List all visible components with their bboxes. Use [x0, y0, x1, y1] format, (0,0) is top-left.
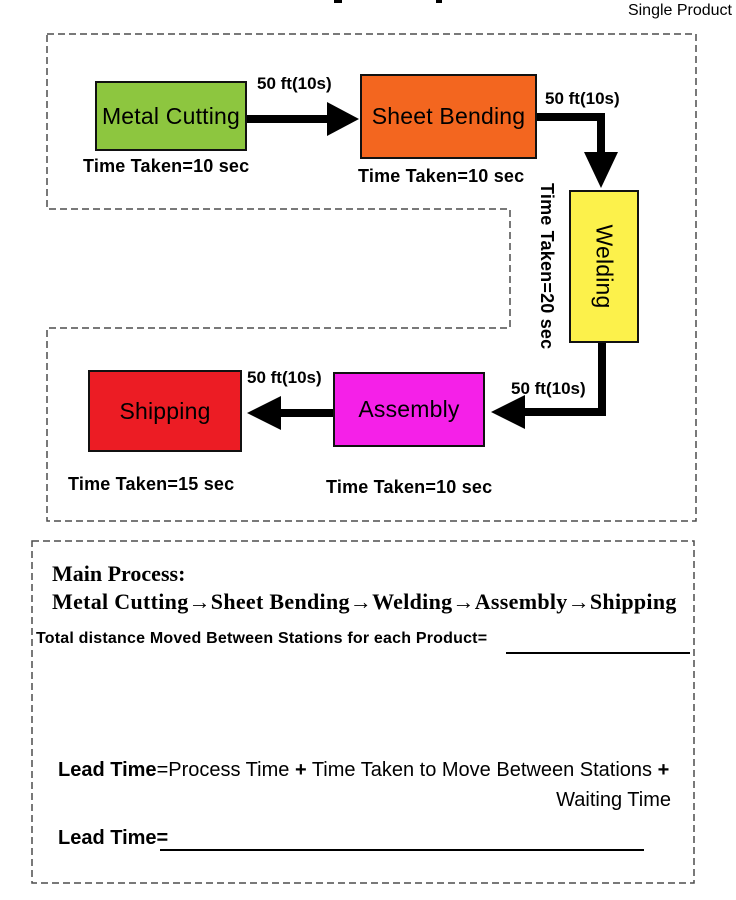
distance-label-3: 50 ft(10s) — [511, 379, 586, 398]
time-label-metal-cutting: Time Taken=10 sec — [83, 156, 250, 176]
station-welding: Welding — [569, 190, 639, 343]
station-label: Sheet Bending — [371, 103, 526, 129]
formula-segment: =Process Time — [156, 759, 295, 781]
distance-label-1: 50 ft(10s) — [257, 74, 332, 93]
arrow-sheet-to-welding — [537, 113, 618, 188]
station-label: Metal Cutting — [101, 102, 241, 129]
time-label-shipping: Time Taken=15 sec — [68, 474, 235, 494]
station-shipping: Shipping — [88, 370, 242, 452]
arrow-metal-to-sheet — [247, 102, 359, 136]
station-metal-cutting: Metal Cutting — [95, 81, 247, 151]
station-assembly: Assembly — [333, 372, 485, 447]
arrow-assembly-to-shipping — [247, 396, 333, 430]
time-label-sheet-bending: Time Taken=10 sec — [358, 166, 525, 186]
total-distance-blank-line — [506, 652, 690, 654]
clipped-title-fragment — [436, 0, 442, 3]
main-process-title: Main Process: — [52, 561, 186, 586]
total-distance-label: Total distance Moved Between Stations fo… — [36, 630, 488, 647]
station-label: Welding — [591, 224, 618, 309]
distance-label-2: 50 ft(10s) — [545, 89, 620, 108]
formula-segment: + — [657, 759, 670, 781]
formula-segment: Lead Time — [58, 759, 157, 781]
clipped-title-fragment — [334, 0, 342, 3]
distance-label-4: 50 ft(10s) — [247, 368, 322, 387]
lead-time-formula: Lead Time=Process Time + Time Taken to M… — [58, 759, 669, 782]
station-label: Shipping — [119, 397, 211, 424]
time-label-welding: Time Taken=20 sec — [537, 183, 557, 350]
formula-segment: + — [294, 759, 307, 781]
lead-time-blank-line — [160, 849, 644, 851]
main-process-sequence: Metal Cutting→Sheet Bending→Welding→Asse… — [52, 589, 677, 614]
formula-segment: Time Taken to Move Between Stations — [306, 759, 658, 781]
station-label: Assembly — [358, 396, 460, 422]
single-product-label: Single Product — [627, 2, 732, 19]
waiting-time-label: Waiting Time — [556, 789, 671, 811]
time-label-assembly: Time Taken=10 sec — [326, 477, 493, 497]
lead-time-blank-label: Lead Time= — [58, 827, 169, 849]
station-sheet-bending: Sheet Bending — [360, 74, 537, 159]
arrow-welding-to-assembly — [491, 343, 606, 429]
summary-boundary — [31, 540, 695, 884]
